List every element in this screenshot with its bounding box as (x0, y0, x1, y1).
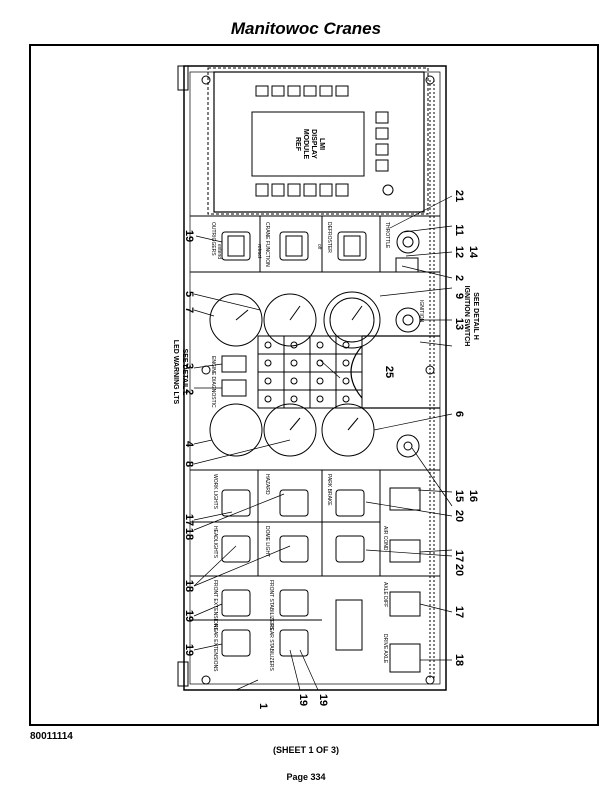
svg-text:AXLE DIFF: AXLE DIFF (382, 582, 388, 607)
svg-text:HAZARD: HAZARD (264, 474, 270, 495)
leader-lines (193, 195, 453, 691)
callout-20b: 20 (453, 564, 465, 576)
page-header: Manitowoc Cranes (230, 19, 382, 38)
callout-numbers: 1 2 2 3 4 5 6 7 8 9 11 12 13 14 15 16 17… (183, 190, 479, 709)
led-warning-block (257, 335, 363, 409)
callout-11: 11 (453, 224, 465, 236)
callout-18b: 18 (183, 580, 195, 592)
svg-text:ENGINE DIAGNOSTIC: ENGINE DIAGNOSTIC (210, 356, 216, 408)
mount-bracket-bottom (177, 661, 189, 687)
callout-12: 12 (453, 246, 465, 258)
svg-text:LMI: LMI (318, 138, 325, 150)
panel-outline (183, 65, 447, 691)
svg-text:REF: REF (294, 137, 301, 152)
gauge-upper (209, 291, 381, 349)
callout-6: 6 (453, 411, 465, 417)
defroster-switch (337, 231, 367, 261)
callout-16: 16 (467, 490, 479, 502)
svg-text:MODULE: MODULE (302, 129, 309, 160)
callout-18c: 18 (453, 654, 465, 666)
crane-function-switch (279, 231, 309, 261)
svg-text:SEE DETAIL H: SEE DETAIL H (472, 292, 479, 340)
rocker-switches-middle (221, 487, 421, 563)
steering-column-cutout (350, 335, 440, 409)
svg-text:REAR EXTENSIONS: REAR EXTENSIONS (212, 624, 218, 672)
svg-text:DOME LIGHT: DOME LIGHT (264, 526, 270, 557)
lmi-keys-bottom (255, 183, 349, 197)
callout-1: 1 (257, 703, 269, 709)
callout-17c: 17 (453, 606, 465, 618)
callout-17b: 17 (453, 550, 465, 562)
callout-21: 21 (453, 190, 465, 202)
fan-switch (396, 434, 420, 458)
callout-17a: 17 (183, 514, 195, 526)
mount-bracket-top (177, 65, 189, 91)
svg-text:OUTRIGGERS: OUTRIGGERS (210, 222, 216, 256)
callout-2b: 2 (453, 275, 465, 281)
page-number: Page 334 (286, 772, 326, 782)
svg-text:HEADLIGHTS: HEADLIGHTS (212, 526, 218, 559)
svg-text:IGNITION SWITCH: IGNITION SWITCH (463, 286, 470, 347)
svg-text:CRANE FUNCTION: CRANE FUNCTION (264, 222, 270, 267)
callout-14: 14 (467, 246, 479, 259)
detail-h-label: SEE DETAIL H IGNITION SWITCH (463, 286, 479, 347)
callout-5: 5 (183, 291, 195, 297)
callout-19e: 19 (317, 694, 329, 706)
callout-9: 9 (453, 293, 465, 299)
callout-19b: 19 (183, 610, 195, 622)
svg-text:retract: retract (256, 244, 262, 259)
callout-2: 2 (183, 389, 195, 395)
callout-3: 3 (183, 363, 195, 369)
svg-text:SEE DETAIL L: SEE DETAIL L (181, 349, 188, 397)
outriggers-switch (221, 231, 251, 261)
svg-text:AIR COND: AIR COND (382, 526, 388, 551)
svg-text:extend: extend (216, 244, 222, 259)
svg-text:DISPLAY: DISPLAY (310, 129, 317, 159)
lmi-keys-side (375, 111, 394, 196)
callout-19a: 19 (183, 230, 195, 242)
gauge-lower (209, 403, 375, 457)
lmi-display-bezel (213, 71, 425, 213)
callout-19c: 19 (183, 644, 195, 656)
detail-l-label: SEE DETAIL L LED WARNING LTS (172, 340, 188, 405)
svg-text:THROTTLE: THROTTLE (384, 222, 390, 249)
lmi-display-label: LMI DISPLAY MODULE REF (294, 129, 325, 160)
svg-text:FRONT STABILIZERS: FRONT STABILIZERS (268, 580, 274, 631)
lmi-display-bezel-dashed (207, 67, 429, 215)
svg-text:PARK BRAKE: PARK BRAKE (326, 474, 332, 506)
svg-text:off: off (316, 244, 322, 250)
throttle-control (395, 230, 420, 273)
callout-15: 15 (453, 490, 465, 502)
document-number: 80011114 (30, 731, 73, 742)
svg-text:WORK LIGHTS: WORK LIGHTS (212, 474, 218, 510)
callout-18a: 18 (183, 528, 195, 540)
svg-text:FRONT EXTENSIONS: FRONT EXTENSIONS (212, 580, 218, 631)
callout-25: 25 (383, 366, 395, 378)
svg-text:REAR STABILIZERS: REAR STABILIZERS (268, 624, 274, 672)
drawing-frame (29, 44, 599, 726)
callout-8: 8 (183, 461, 195, 467)
callout-20a: 20 (453, 510, 465, 522)
sheet-indicator: (SHEET 1 OF 3) (272, 745, 339, 755)
ignition-switch (395, 307, 421, 333)
lmi-display-screen (251, 111, 365, 177)
callout-19d: 19 (297, 694, 309, 706)
svg-text:LED WARNING LTS: LED WARNING LTS (172, 340, 179, 405)
callout-4: 4 (183, 441, 195, 448)
callout-13: 13 (453, 318, 465, 330)
svg-text:DEFROSTER: DEFROSTER (326, 222, 332, 253)
callout-7: 7 (183, 307, 195, 313)
extension-switches (221, 589, 421, 673)
lmi-keys-top (255, 85, 349, 97)
engine-diagnostic-switches (221, 355, 247, 397)
svg-text:DRIVE AXLE: DRIVE AXLE (382, 634, 388, 664)
svg-text:IGNITION: IGNITION (418, 300, 424, 323)
